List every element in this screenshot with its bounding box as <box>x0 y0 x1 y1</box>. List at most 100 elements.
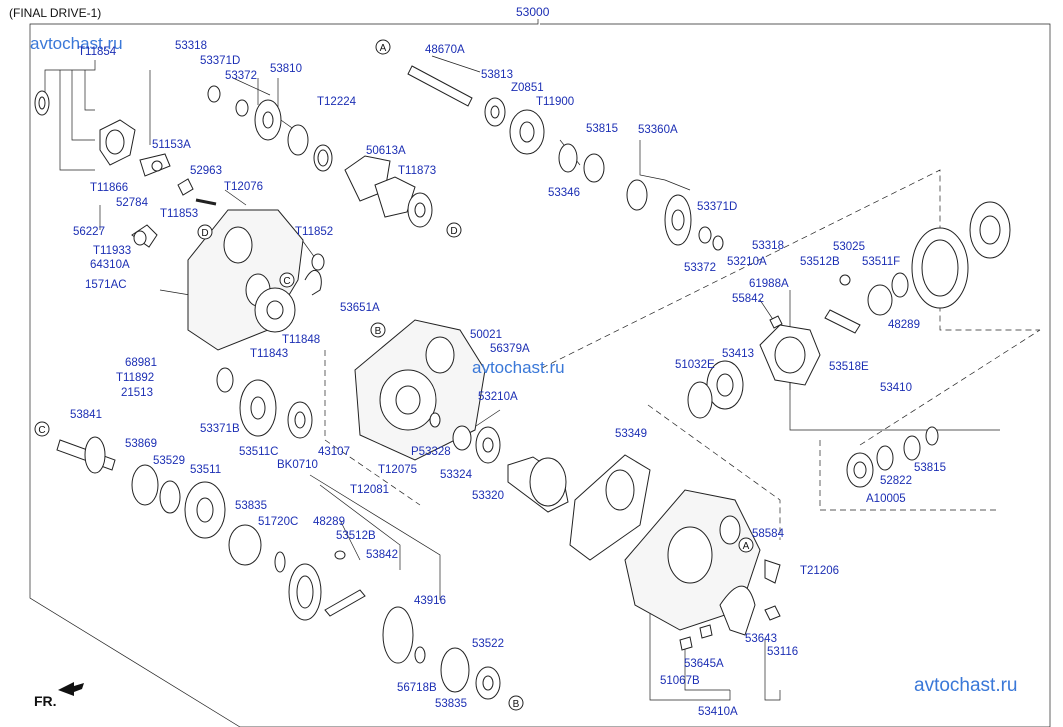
part-label[interactable]: 58584 <box>752 528 784 540</box>
watermark: avtochast.ru <box>914 675 1018 696</box>
part-label[interactable]: T11892 <box>116 372 155 384</box>
part-label[interactable]: T11933 <box>93 245 132 257</box>
part-label[interactable]: T21206 <box>800 565 840 577</box>
part-label[interactable]: BK0710 <box>277 459 318 471</box>
part-label[interactable]: A10005 <box>866 493 906 505</box>
part-label[interactable]: 50613A <box>366 145 406 157</box>
part-label[interactable]: P53328 <box>411 446 451 458</box>
part-label[interactable]: 51720C <box>258 516 299 528</box>
part-label[interactable]: 1571AC <box>85 279 127 291</box>
part-label[interactable]: 53210A <box>727 256 767 268</box>
part-label[interactable]: 53025 <box>833 241 865 253</box>
part-label[interactable]: 68981 <box>125 357 157 369</box>
part-label[interactable]: 53841 <box>70 409 102 421</box>
ref-marker-d-icon <box>446 222 462 238</box>
ref-marker-text: A <box>380 43 387 54</box>
part-label[interactable]: T11853 <box>160 208 199 220</box>
ref-marker-a-icon <box>375 39 391 55</box>
part-label[interactable]: 56379A <box>490 343 530 355</box>
part-label[interactable]: T11848 <box>282 334 321 346</box>
front-direction-label: FR. <box>34 693 57 709</box>
ref-marker-text: A <box>743 541 750 552</box>
part-label[interactable]: 61988A <box>749 278 789 290</box>
ref-marker-b-icon <box>370 322 386 338</box>
part-label[interactable]: 53869 <box>125 438 157 450</box>
part-label[interactable]: 53651A <box>340 302 380 314</box>
part-label[interactable]: 53372 <box>225 70 257 82</box>
part-label[interactable]: 53372 <box>684 262 716 274</box>
part-label[interactable]: 53645A <box>684 658 724 670</box>
part-label[interactable]: 53320 <box>472 490 504 502</box>
part-label[interactable]: 53511F <box>862 256 901 268</box>
part-label[interactable]: T12224 <box>317 96 357 108</box>
part-label[interactable]: 53413 <box>722 348 754 360</box>
part-label[interactable]: 53346 <box>548 187 580 199</box>
part-label[interactable]: 53835 <box>235 500 267 512</box>
part-label[interactable]: 56718B <box>397 682 437 694</box>
part-label[interactable]: 53835 <box>435 698 467 710</box>
part-label[interactable]: 48289 <box>888 319 920 331</box>
part-label[interactable]: 53815 <box>914 462 946 474</box>
part-label[interactable]: 53512B <box>336 530 376 542</box>
part-label[interactable]: T12081 <box>350 484 390 496</box>
part-label[interactable]: 51032E <box>675 359 715 371</box>
part-label[interactable]: 52784 <box>116 197 148 209</box>
part-label[interactable]: 53210A <box>478 391 518 403</box>
ref-marker-b-icon <box>508 695 524 711</box>
part-label[interactable]: 52822 <box>880 475 912 487</box>
part-label[interactable]: 53813 <box>481 69 513 81</box>
part-label[interactable]: 52963 <box>190 165 222 177</box>
part-label[interactable]: 53643 <box>745 633 777 645</box>
part-label[interactable]: 64310A <box>90 259 130 271</box>
part-label[interactable]: 53371B <box>200 423 240 435</box>
part-label[interactable]: 53371D <box>200 55 241 67</box>
part-label[interactable]: 53511 <box>190 464 222 476</box>
part-label[interactable]: 43107 <box>318 446 350 458</box>
part-label[interactable]: T11873 <box>398 165 437 177</box>
part-label[interactable]: 53815 <box>586 123 618 135</box>
part-label[interactable]: 51153A <box>152 139 191 151</box>
part-label[interactable]: T11900 <box>536 96 575 108</box>
part-label[interactable]: 53318 <box>175 40 207 52</box>
part-label[interactable]: Z0851 <box>511 82 544 94</box>
part-label[interactable]: T12076 <box>224 181 264 193</box>
ref-marker-text: B <box>513 699 520 710</box>
ref-marker-text: B <box>375 326 382 337</box>
part-label[interactable]: 50021 <box>470 329 502 341</box>
part-label[interactable]: 53842 <box>366 549 398 561</box>
part-label[interactable]: 53522 <box>472 638 504 650</box>
front-arrow-icon <box>58 682 84 696</box>
part-label[interactable]: T11854 <box>78 46 117 58</box>
ref-marker-c-icon <box>34 421 50 437</box>
part-label[interactable]: T11852 <box>295 226 334 238</box>
ref-marker-a-icon <box>738 537 754 553</box>
part-label[interactable]: 56227 <box>73 226 105 238</box>
part-label[interactable]: 53810 <box>270 63 302 75</box>
part-label[interactable]: 53511C <box>239 446 279 458</box>
watermark: avtochast.ru <box>30 34 123 53</box>
part-label[interactable]: 53360A <box>638 124 678 136</box>
part-label[interactable]: 53116 <box>767 646 799 658</box>
ref-marker-text: C <box>38 425 45 436</box>
part-label[interactable]: 53410 <box>880 382 912 394</box>
part-label[interactable]: 48289 <box>313 516 345 528</box>
part-label[interactable]: 51067B <box>660 675 700 687</box>
part-label[interactable]: 53324 <box>440 469 472 481</box>
ref-marker-c-icon <box>279 272 295 288</box>
part-label[interactable]: 53410A <box>698 706 738 718</box>
part-label[interactable]: T12075 <box>378 464 418 476</box>
part-label[interactable]: 21513 <box>121 387 153 399</box>
part-label[interactable]: 53529 <box>153 455 185 467</box>
part-label[interactable]: T11866 <box>90 182 129 194</box>
part-label[interactable]: 53349 <box>615 428 647 440</box>
part-label[interactable]: 53318 <box>752 240 784 252</box>
part-label[interactable]: 53371D <box>697 201 738 213</box>
assembly-number[interactable]: 53000 <box>516 5 550 19</box>
part-label[interactable]: 55842 <box>732 293 764 305</box>
part-label[interactable]: 43916 <box>414 595 446 607</box>
part-label[interactable]: T11843 <box>250 348 289 360</box>
part-label[interactable]: 53512B <box>800 256 840 268</box>
part-label[interactable]: 48670A <box>425 44 465 56</box>
part-label[interactable]: 53518E <box>829 361 869 373</box>
